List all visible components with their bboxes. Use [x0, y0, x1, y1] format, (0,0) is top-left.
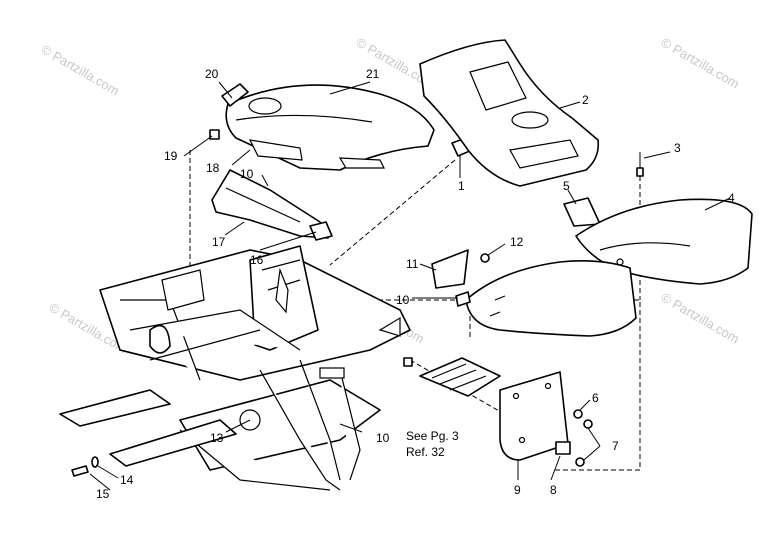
decal: [563, 197, 601, 227]
bolt-top-right: [636, 152, 644, 177]
nuts: [573, 409, 593, 467]
washer-and-bolt: [71, 456, 99, 477]
callout-14: 14: [120, 473, 134, 487]
callout-1: 1: [458, 179, 465, 193]
callouts: 20 21 2 3 1 19 18 10 5 4 17 16 12 11 10 …: [96, 67, 735, 501]
watermark-3: © Partzilla.com: [659, 35, 742, 92]
callout-21: 21: [366, 67, 380, 81]
lower-bracket: [211, 169, 329, 239]
callout-20: 20: [205, 67, 219, 81]
note-line-1: See Pg. 3: [406, 429, 459, 443]
callout-10-low: 10: [376, 431, 390, 445]
front-rack-cover: [419, 39, 600, 187]
retaining-clip: [209, 129, 220, 140]
frame: [59, 245, 411, 491]
callout-10-mid: 10: [396, 293, 410, 307]
assembly-line-cowl: [329, 159, 456, 266]
headlight-pod-upper: [225, 84, 435, 171]
callout-18: 18: [206, 161, 220, 175]
callout-8: 8: [550, 483, 557, 497]
callout-4: 4: [728, 191, 735, 205]
footrest-bracket: [419, 357, 501, 397]
callout-12: 12: [510, 235, 524, 249]
bracket-tab: [309, 221, 333, 241]
main-fender: [465, 260, 637, 337]
callout-19: 19: [164, 149, 178, 163]
callout-15: 15: [96, 487, 110, 501]
license-plate-bracket: [499, 371, 569, 461]
callout-17: 17: [212, 235, 226, 249]
watermark-1: © Partzilla.com: [39, 42, 122, 99]
note-line-2: Ref. 32: [406, 445, 445, 459]
watermark-6: © Partzilla.com: [659, 290, 742, 347]
leader-lines: [89, 81, 731, 491]
callout-9: 9: [514, 483, 521, 497]
fender-screw: [480, 253, 490, 263]
mounting-plate: [555, 441, 571, 455]
callout-2: 2: [582, 93, 589, 107]
reflector-lens: [221, 83, 249, 107]
callout-11: 11: [406, 257, 419, 271]
callout-7: 7: [612, 439, 619, 453]
callout-6: 6: [592, 391, 599, 405]
callout-3: 3: [674, 141, 681, 155]
callout-5: 5: [563, 179, 570, 193]
fender-bolt: [455, 291, 471, 307]
rear-fender: [575, 198, 753, 285]
callout-13: 13: [210, 431, 224, 445]
fender-flap: [431, 249, 469, 289]
callout-16: 16: [250, 253, 264, 267]
footrest-bolt: [403, 357, 413, 367]
callout-10-top: 10: [240, 167, 254, 181]
